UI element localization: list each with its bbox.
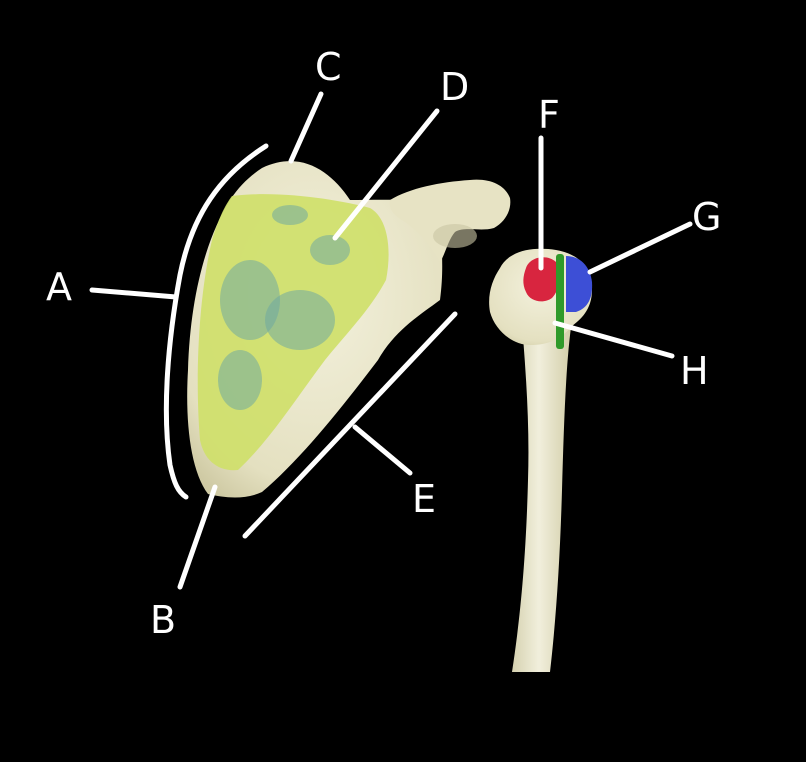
label-h: H <box>680 349 709 393</box>
fossa-mottle <box>218 350 262 410</box>
fossa-mottle <box>265 290 335 350</box>
acromion-shadow <box>433 224 477 248</box>
label-d: D <box>440 65 469 109</box>
label-e: E <box>412 477 436 521</box>
label-c: C <box>315 45 342 89</box>
fossa-mottle <box>310 235 350 265</box>
label-g: G <box>692 195 721 239</box>
label-a: A <box>46 265 72 309</box>
groove-h-highlight <box>556 254 564 349</box>
fossa-mottle <box>272 205 308 225</box>
label-f: F <box>538 93 560 137</box>
label-b: B <box>150 598 176 642</box>
